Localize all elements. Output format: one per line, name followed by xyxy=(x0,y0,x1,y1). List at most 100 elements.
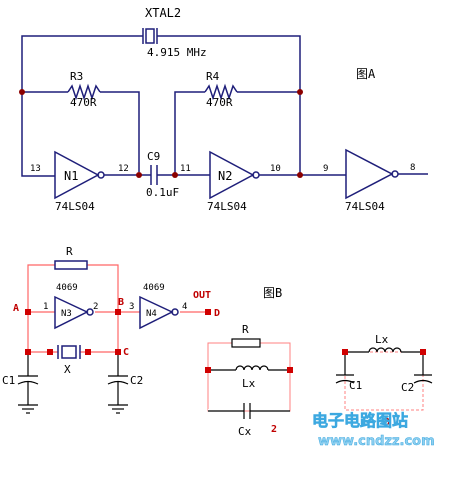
xtal-freq: 4.915 MHz xyxy=(147,46,207,59)
pin-11: 11 xyxy=(180,164,191,174)
inverter-n4-bubble xyxy=(171,308,179,316)
fig3-inductor xyxy=(368,347,402,353)
fig2-cx-label: Cx xyxy=(238,425,252,438)
inverter-n4 xyxy=(139,295,174,330)
figb-r-wire-right xyxy=(87,264,119,312)
inverter-buffer xyxy=(345,148,394,200)
resistor-r4 xyxy=(204,83,238,101)
node-a4 xyxy=(297,89,303,95)
figure-b-labels: R 4069 4069 N3 N4 OUT 图B A B C D 1 2 3 4… xyxy=(2,245,282,387)
n4-label: N4 xyxy=(146,309,157,319)
node-a-sq xyxy=(25,309,31,315)
figb-pin-4: 4 xyxy=(182,302,187,312)
n2-label: N2 xyxy=(218,169,232,183)
inverter-n3-bubble xyxy=(86,308,94,316)
n3-label: N3 xyxy=(61,309,72,319)
figb-r-wire-left xyxy=(27,264,55,312)
fig3-c1-label: C1 xyxy=(349,379,362,392)
node-a3 xyxy=(172,172,178,178)
r4-name: R4 xyxy=(206,70,220,83)
fig2-number: 2 xyxy=(271,424,277,435)
fig2-r-label: R xyxy=(242,323,249,336)
n1-label: N1 xyxy=(64,169,78,183)
r3-name: R3 xyxy=(70,70,83,83)
fig2-resistor xyxy=(231,338,261,348)
resistor-r3 xyxy=(67,83,101,101)
fig2-node-left xyxy=(205,367,211,373)
figb-pin-3: 3 xyxy=(129,302,134,312)
figb-c2-label: C2 xyxy=(130,374,143,387)
n2-part: 74LS04 xyxy=(207,200,247,213)
watermark-cn: 电子电路图站 xyxy=(312,411,408,430)
node-b-label: B xyxy=(118,297,124,308)
watermark-url: www.cndzz.com xyxy=(318,434,435,449)
node-x2-sq xyxy=(85,349,91,355)
node-c-sq xyxy=(115,349,121,355)
xtal-wire-left xyxy=(21,35,139,92)
figure-b-title: 图B xyxy=(263,286,282,300)
xtal-body xyxy=(145,28,155,44)
out-label: OUT xyxy=(193,290,211,301)
c9-name: C9 xyxy=(147,150,160,163)
node-a-label: A xyxy=(13,303,19,314)
fig2-inductor xyxy=(235,365,269,371)
r3-value: 470R xyxy=(70,96,97,109)
xtal-wire-right xyxy=(161,35,301,92)
figure-a xyxy=(21,28,428,200)
figure-3-labels: Lx C1 C2 3 xyxy=(349,333,414,428)
c9-value: 0.1uF xyxy=(146,186,179,199)
fig2-node-right xyxy=(287,367,293,373)
pin-9: 9 xyxy=(323,164,328,174)
chip1-label: 4069 xyxy=(56,283,78,293)
inverter-n3 xyxy=(54,295,89,330)
fig3-node-left xyxy=(342,349,348,355)
node-a2-sq xyxy=(25,349,31,355)
wire-r4-left xyxy=(174,91,205,175)
node-x1-sq xyxy=(47,349,53,355)
watermark: 电子电路图站 www.cndzz.com xyxy=(312,411,435,450)
n1-part: 74LS04 xyxy=(55,200,95,213)
wire-r3-right xyxy=(100,91,140,172)
wire-n1-input xyxy=(21,92,55,177)
pin-10: 10 xyxy=(270,164,281,174)
figure-3 xyxy=(335,347,433,411)
r4-value: 470R xyxy=(206,96,233,109)
figure-b xyxy=(17,260,208,414)
node-b-sq xyxy=(115,309,121,315)
fig3-c1-plate-b xyxy=(335,379,355,384)
c2-plate-bottom xyxy=(107,380,129,385)
figb-pin-2: 2 xyxy=(93,302,98,312)
node-a1 xyxy=(19,89,25,95)
figure-2 xyxy=(205,338,293,419)
figb-resistor-r xyxy=(54,260,88,270)
figure-2-labels: R Lx Cx 2 xyxy=(238,323,277,438)
node-a5 xyxy=(297,172,303,178)
inverter-n2 xyxy=(209,150,255,200)
chip2-label: 4069 xyxy=(143,283,165,293)
fig3-c2-label: C2 xyxy=(401,381,414,394)
fig3-node-right xyxy=(420,349,426,355)
figb-c1-label: C1 xyxy=(2,374,15,387)
node-d-label: D xyxy=(214,308,220,319)
fig3-lx-label: Lx xyxy=(375,333,389,346)
figb-x-label: X xyxy=(64,363,71,376)
figb-r-label: R xyxy=(66,245,73,258)
inverter-n1 xyxy=(54,150,100,200)
figure-a-labels: XTAL2 4.915 MHz 图A R3 470R R4 470R C9 0.… xyxy=(30,6,415,213)
fig3-number: 3 xyxy=(384,417,390,428)
node-d-sq xyxy=(205,309,211,315)
figure-b-nodes xyxy=(25,309,211,355)
xtal-name: XTAL2 xyxy=(145,6,181,20)
c1-plate-bottom xyxy=(17,380,39,385)
figb-pin-1: 1 xyxy=(43,302,48,312)
node-a2 xyxy=(136,172,142,178)
fig2-lx-label: Lx xyxy=(242,377,256,390)
figure-a-nodes xyxy=(19,89,303,178)
buffer-part: 74LS04 xyxy=(345,200,385,213)
fig3-c2-plate-b xyxy=(413,379,433,384)
pin-13: 13 xyxy=(30,164,41,174)
pin-12: 12 xyxy=(118,164,129,174)
figure-a-title: 图A xyxy=(356,67,376,81)
